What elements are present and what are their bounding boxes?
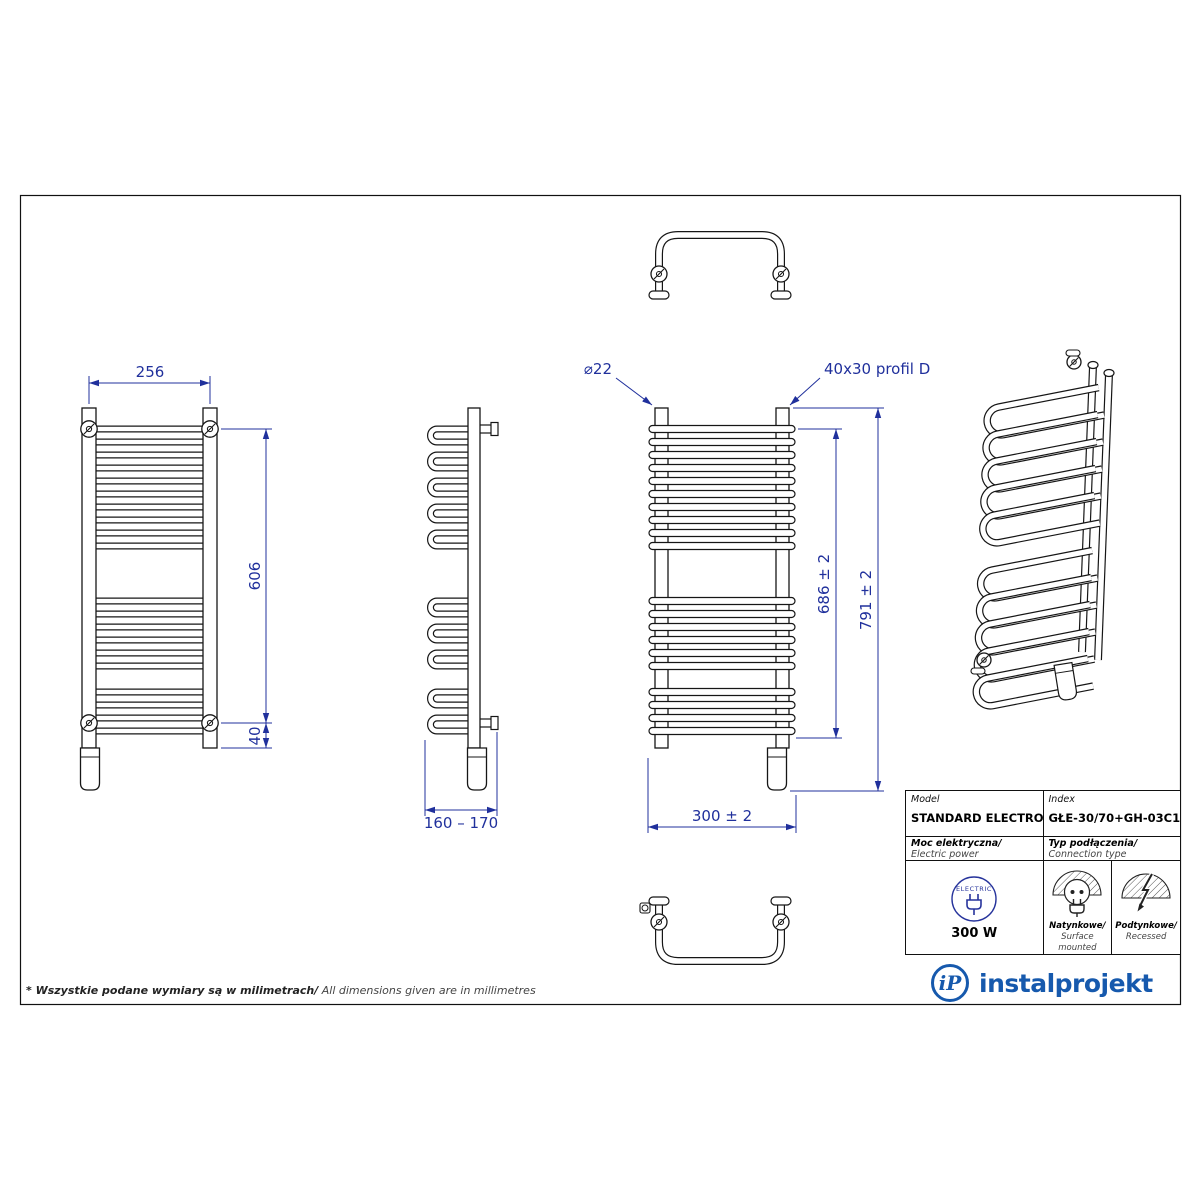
perspective-view (970, 349, 1115, 710)
dimensions-note: * Wszystkie podane wymiary są w milimetr… (26, 984, 536, 997)
side-view (427, 407, 499, 791)
index-cell: Index GŁE-30/70+GH-03C1 (1042, 791, 1181, 836)
drawing-frame (19, 194, 1182, 1006)
dimensions-note-pl: * Wszystkie podane wymiary są w milimetr… (26, 984, 319, 997)
dim-width-top: 256 (136, 363, 165, 381)
electric-icon: ELECTRIC (951, 876, 997, 922)
power-label-pl: Moc elektryczna/ (911, 837, 1002, 849)
surface-label-pl: Natynkowe/ (1049, 920, 1106, 931)
recessed-label-pl: Podtynkowe/ (1115, 920, 1177, 931)
power-header: Moc elektryczna/ Electric power (906, 837, 1043, 860)
dim-profile-note: 40x30 profil D (824, 360, 930, 378)
power-value: 300 W (951, 925, 998, 941)
power-label-en: Electric power (911, 848, 979, 860)
dim-tube-diameter: ⌀22 (584, 360, 612, 378)
front-view (79, 407, 219, 791)
logo-monogram: iP (939, 971, 963, 995)
index-label: Index (1048, 794, 1075, 805)
dim-depth-range: 160 – 170 (424, 814, 498, 832)
model-value: STANDARD ELECTRO (911, 811, 1043, 825)
model-cell: Model STANDARD ELECTRO (906, 791, 1043, 836)
electric-badge: ELECTRIC (956, 885, 992, 893)
dim-height-inner: 686 ± 2 (815, 554, 833, 614)
title-block: Model STANDARD ELECTRO Index GŁE-30/70+G… (905, 790, 1181, 955)
logo-wordmark: instalprojekt (979, 968, 1153, 998)
recessed-cell: Podtynkowe/ Recessed (1111, 860, 1180, 954)
dim-width-total: 300 ± 2 (692, 807, 752, 825)
dimension-annotations: 256 606 40 160 – 170 ⌀22 40x30 profil D (88, 360, 930, 833)
instalprojekt-logo: iP instalprojekt (928, 961, 1153, 1005)
surface-label-en: Surface mounted (1058, 931, 1097, 953)
electric-power-cell: ELECTRIC 300 W (906, 861, 1043, 954)
instalprojekt-monogram-icon: iP (931, 964, 969, 1002)
dimensions-note-en: All dimensions given are in millimetres (318, 984, 536, 997)
dim-height-total: 791 ± 2 (857, 570, 875, 630)
socket-icon (1052, 870, 1102, 917)
bottom-view (639, 896, 792, 965)
connection-header: Typ podłączenia/ Connection type (1042, 836, 1181, 860)
model-label: Model (911, 794, 940, 805)
top-view (648, 231, 792, 300)
surface-mounted-cell: Natynkowe/ Surface mounted (1044, 861, 1112, 954)
front-view-dimensioned (648, 407, 796, 791)
connection-label-pl: Typ podłączenia/ (1048, 837, 1138, 849)
recessed-label-en: Recessed (1125, 931, 1167, 942)
plug-icon (966, 893, 983, 915)
lightning-icon (1121, 872, 1171, 912)
connection-label-en: Connection type (1048, 848, 1127, 860)
dim-height-bottom: 40 (246, 726, 264, 745)
dim-height-main: 606 (246, 562, 264, 591)
index-value: GŁE-30/70+GH-03C1 (1048, 811, 1181, 825)
